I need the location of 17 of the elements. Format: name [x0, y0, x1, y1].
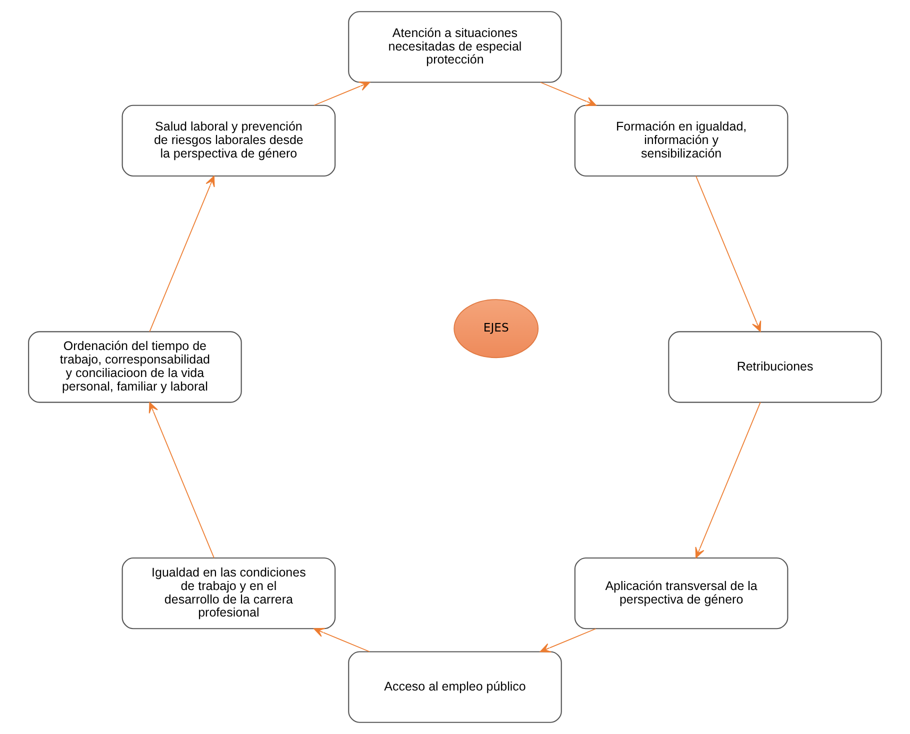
node-box: Aplicación transversal de la perspectiva de género — [574, 557, 788, 630]
node-box: Formación en igualdad, información y sensibilización — [574, 104, 788, 177]
arrow — [540, 82, 596, 106]
arrow — [540, 628, 596, 652]
arrow — [149, 176, 215, 332]
node-ellipse: EJES — [454, 299, 539, 358]
node-box: Atención a situaciones necesitadas de especial protección — [348, 11, 562, 83]
node-box: Acceso al empleo público — [348, 651, 562, 723]
node-box: Retribuciones — [668, 331, 882, 403]
arrow — [695, 402, 761, 558]
arrow — [314, 628, 370, 652]
node-box: Ordenación del tiempo de trabajo, corresponsabilidad y conciliacioon de la vida personal, familiar y laboral — [28, 331, 242, 403]
node-box: Salud laboral y prevención de riesgos laborales desde la perspectiva de género — [122, 104, 336, 177]
arrow — [148, 402, 214, 558]
arrow — [314, 82, 370, 106]
node-box: Igualdad en las condiciones de trabajo y en el desarrollo de la carrera profesional — [122, 557, 336, 630]
arrow — [696, 176, 762, 332]
